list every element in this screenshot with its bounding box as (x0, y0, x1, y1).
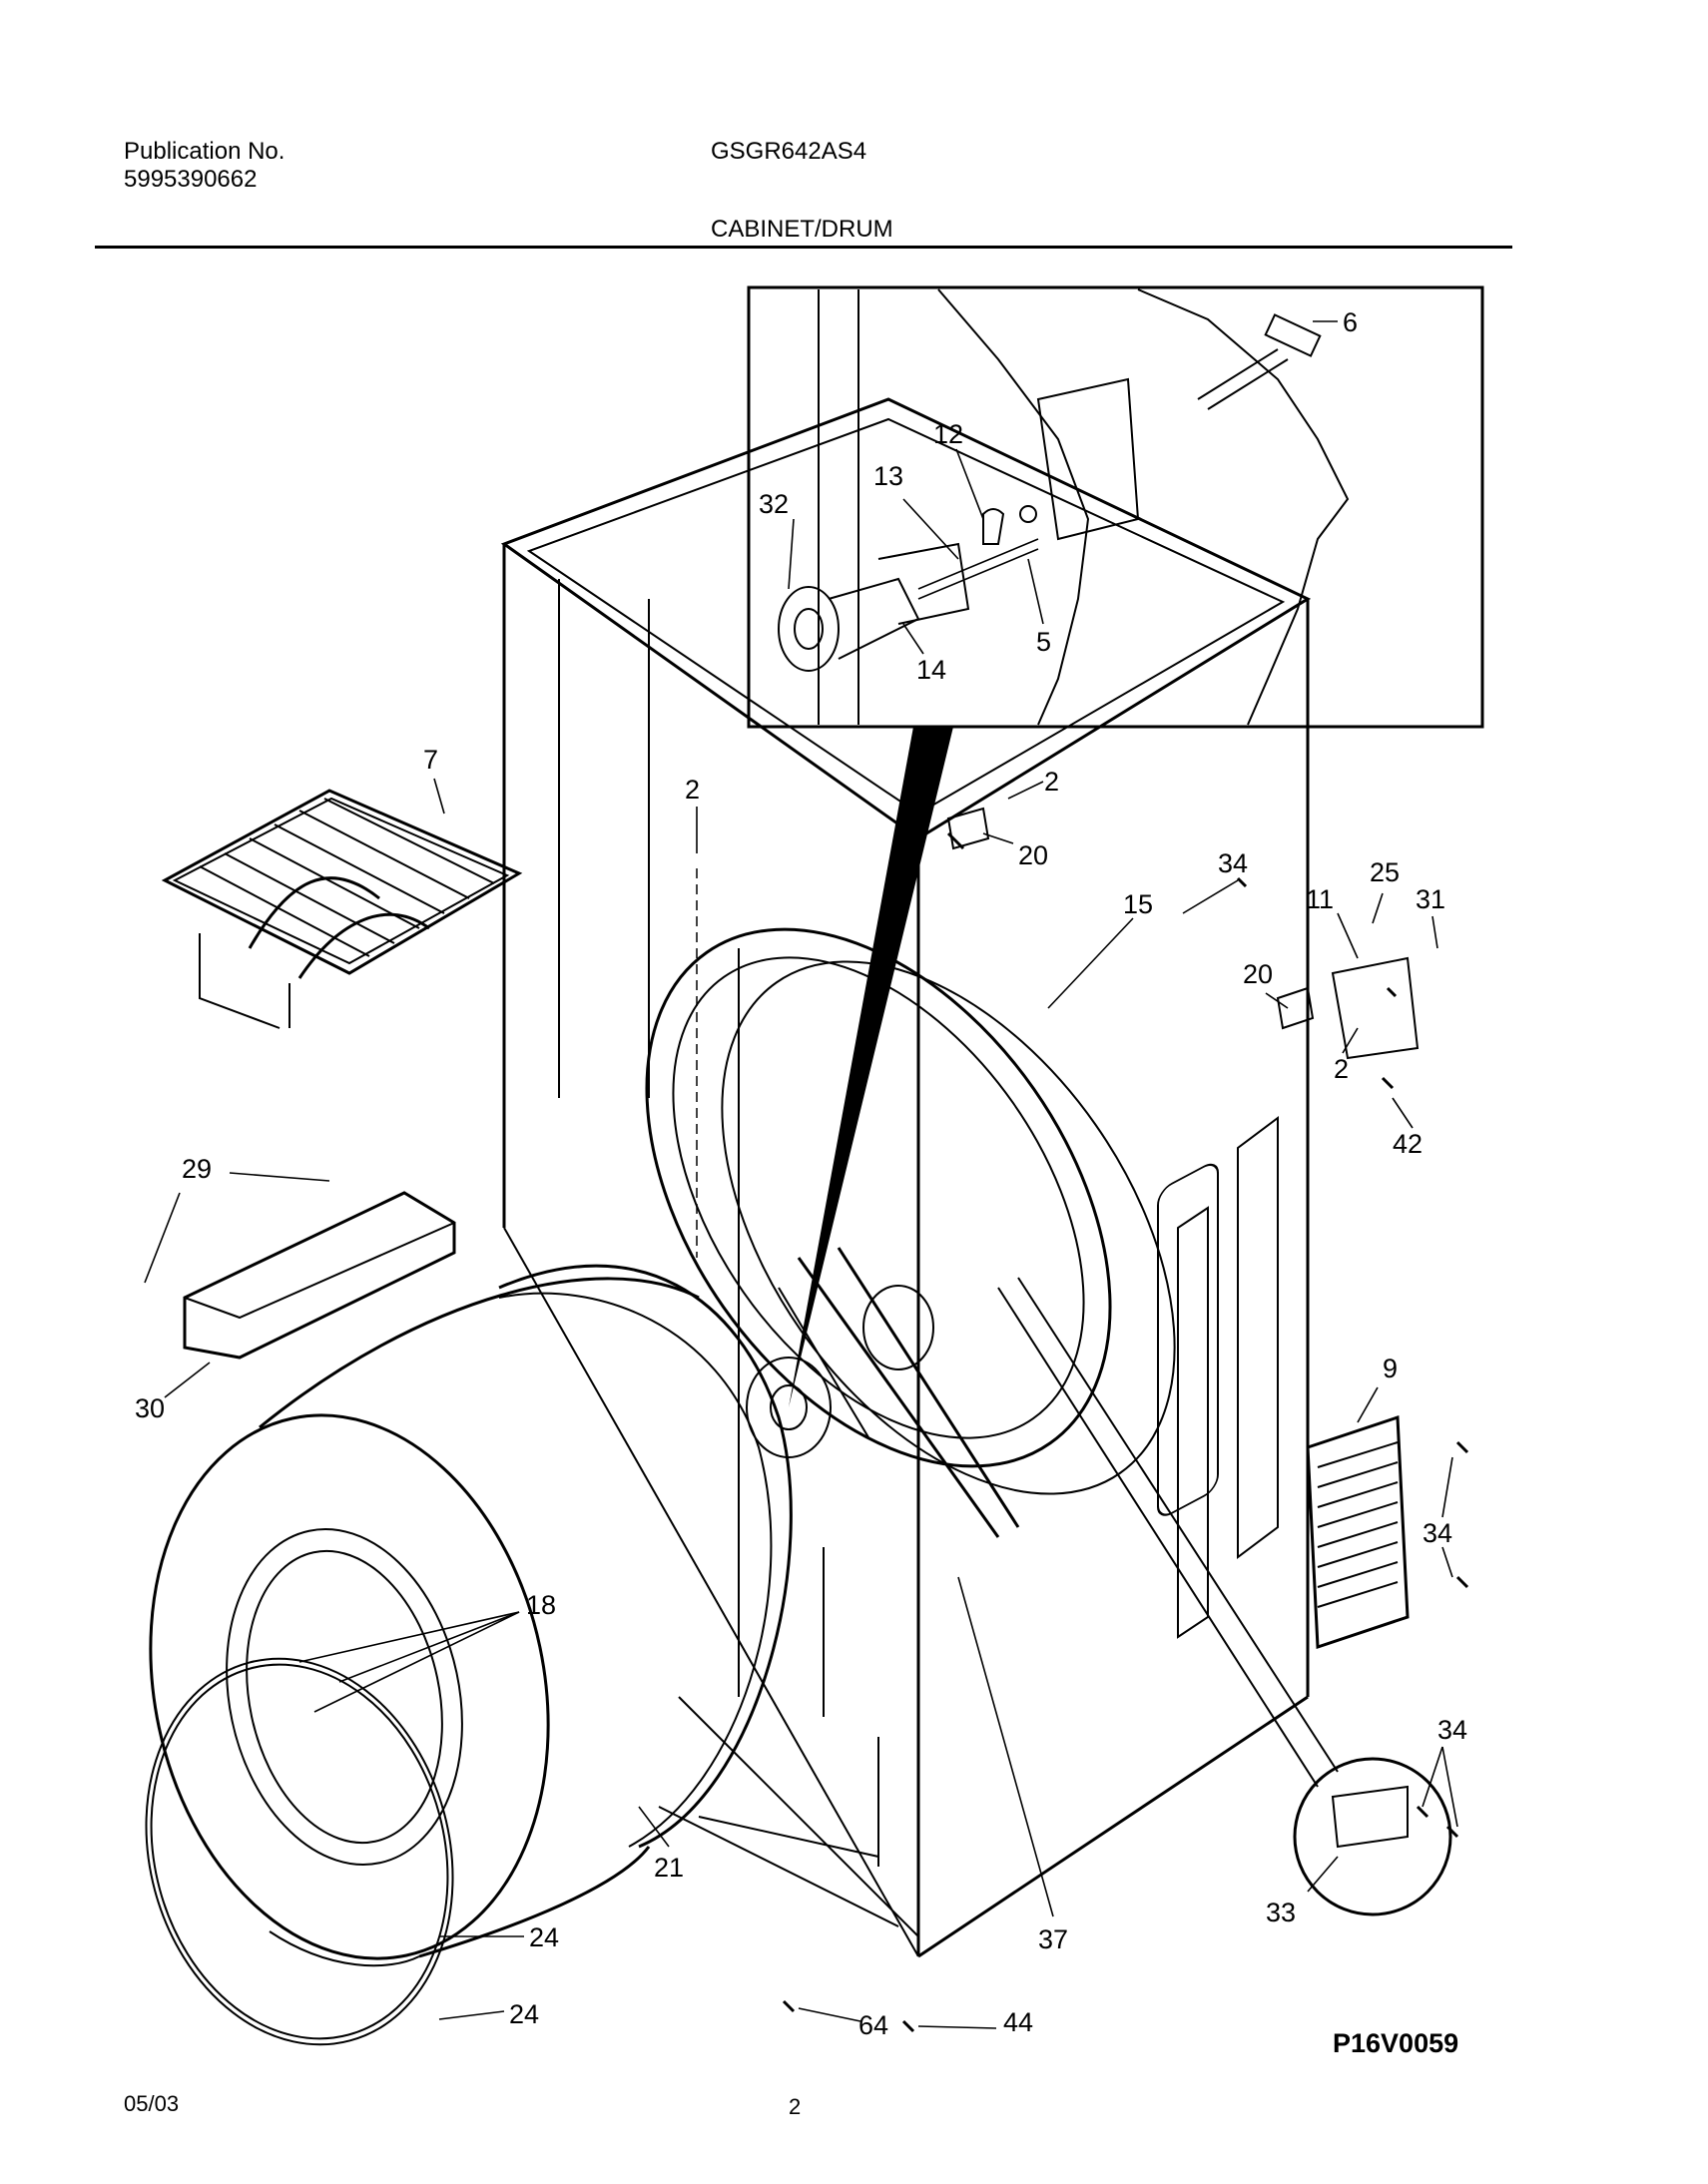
callout-15: 15 (1123, 889, 1153, 919)
callout-34-low: 34 (1437, 1715, 1467, 1745)
callout-9: 9 (1383, 1354, 1398, 1383)
inset-pointer-wedge (789, 727, 953, 1407)
cabinet (500, 397, 1312, 1958)
callout-6: 6 (1343, 307, 1358, 337)
revision-date: 05/03 (124, 2091, 180, 2116)
page-number: 2 (789, 2094, 802, 2119)
publication-number: 5995390662 (124, 166, 258, 193)
publication-label: Publication No. (124, 138, 285, 165)
callout-18: 18 (526, 1590, 556, 1620)
callout-37: 37 (1038, 1924, 1068, 1954)
callout-32: 32 (759, 489, 789, 519)
callout-44: 44 (1003, 2007, 1033, 2037)
callout-30: 30 (135, 1393, 165, 1423)
callout-2-left: 2 (685, 775, 700, 805)
callout-14: 14 (916, 655, 946, 685)
front-panel-part (183, 1191, 456, 1360)
callout-12: 12 (933, 419, 963, 449)
model-number: GSGR642AS4 (711, 138, 867, 165)
rear-access-panel (1306, 1414, 1410, 1650)
callout-7: 7 (423, 745, 438, 775)
callout-5: 5 (1036, 627, 1051, 657)
section-title: CABINET/DRUM (711, 216, 893, 243)
callout-11: 11 (1306, 884, 1334, 914)
callout-13: 13 (873, 461, 903, 491)
callout-29: 29 (182, 1154, 212, 1184)
callout-34-mid: 34 (1423, 1518, 1452, 1548)
callout-64: 64 (858, 2010, 888, 2040)
fasteners (696, 807, 1469, 2033)
thermostat-detail-circle (997, 1277, 1452, 1916)
callout-20-top: 20 (1018, 840, 1048, 870)
callout-numbers: 6 12 13 32 14 5 7 2 2 20 15 34 11 25 31 … (135, 307, 1467, 2040)
callout-2-right: 2 (1334, 1054, 1349, 1084)
callout-31: 31 (1416, 884, 1445, 914)
callout-21: 21 (654, 1853, 684, 1883)
callout-24-upper: 24 (529, 1922, 559, 1952)
header-rule (95, 246, 1512, 249)
callout-24-lower: 24 (509, 1999, 539, 2029)
callout-33: 33 (1266, 1898, 1296, 1927)
callout-2-top: 2 (1044, 767, 1059, 797)
dryer-rack (161, 789, 523, 1029)
bracket (1331, 956, 1420, 1060)
inset-detail-box (747, 285, 1484, 729)
callout-20-right: 20 (1243, 959, 1273, 989)
drum (145, 1264, 793, 2046)
callout-34-top: 34 (1218, 848, 1248, 878)
drawing-code: P16V0059 (1333, 2028, 1459, 2058)
leader-lines (144, 320, 1458, 2029)
callout-42: 42 (1393, 1129, 1423, 1159)
callout-25: 25 (1370, 857, 1400, 887)
drum-bulkhead (645, 927, 1176, 1538)
